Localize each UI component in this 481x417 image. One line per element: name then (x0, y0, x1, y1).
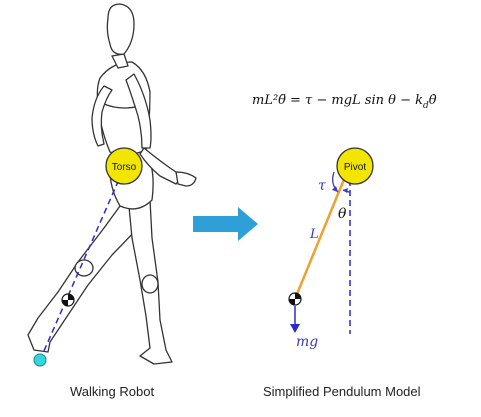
robot-leg-link-dashed (39, 167, 125, 361)
length-label: L (309, 227, 319, 242)
robot-back-arm (91, 85, 113, 147)
torque-label: τ (318, 178, 326, 194)
torque-arrowhead (332, 186, 338, 192)
walking-robot-caption: Walking Robot (70, 384, 155, 399)
robot-head (106, 3, 135, 55)
robot-foot-contact (33, 353, 47, 367)
pivot-label: Pivot (344, 162, 366, 173)
angle-arrowhead (343, 188, 348, 193)
robot-com-marker (61, 293, 75, 307)
transition-arrow (193, 207, 258, 241)
torso-joint (105, 147, 143, 185)
equation-of-motion: mL²θ̈= τ − mgL sin θ − kdθ̇ (252, 93, 437, 111)
pivot-joint (336, 147, 374, 185)
walking-robot-figure (27, 3, 197, 365)
torso-label: Torso (112, 162, 137, 173)
robot-back-knee (74, 259, 94, 277)
gravity-label: mg (296, 334, 318, 350)
angle-label: θ (338, 206, 347, 222)
robot-front-arm-lower (139, 147, 183, 185)
pendulum-rod (293, 171, 349, 300)
pendulum-com-marker (288, 292, 302, 306)
robot-front-arm-upper (125, 73, 152, 149)
robot-front-hand (175, 171, 197, 187)
gravity-arrowhead (290, 324, 300, 333)
robot-front-knee (141, 274, 159, 294)
pendulum-model-caption: Simplified Pendulum Model (263, 384, 421, 399)
